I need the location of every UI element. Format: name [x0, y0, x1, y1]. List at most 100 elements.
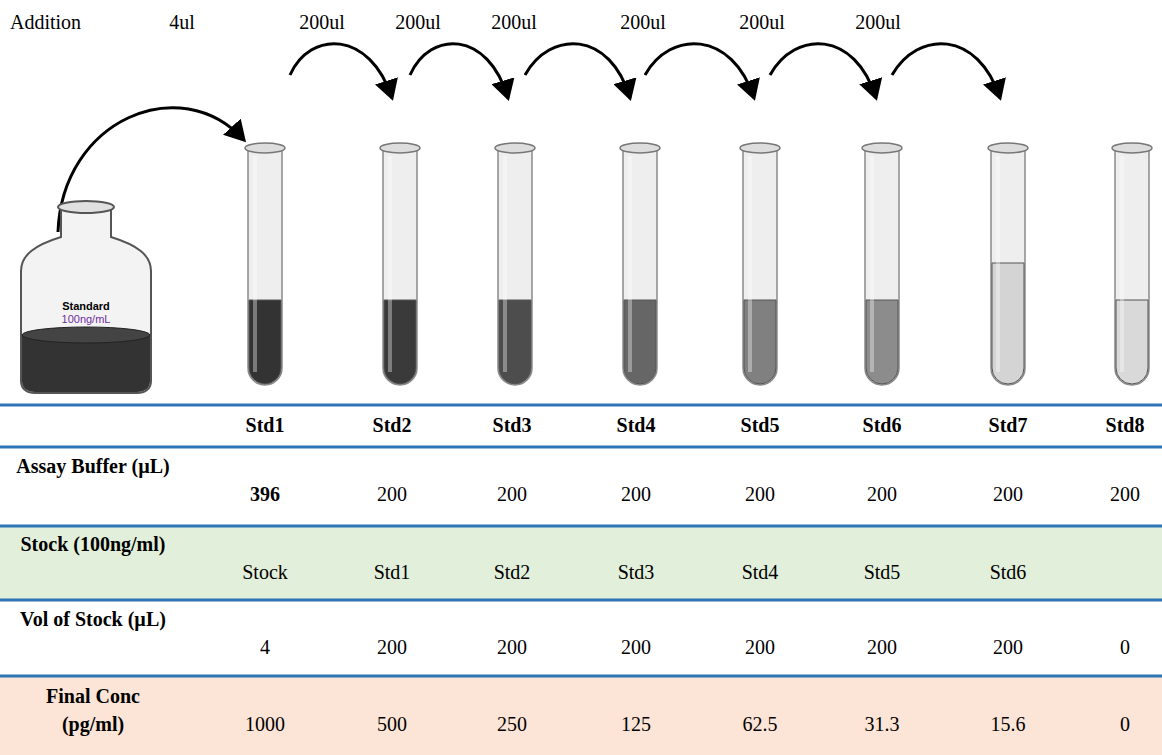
bottle-mouth [58, 201, 114, 213]
column-header: Std3 [493, 411, 532, 439]
table-cell: 200 [621, 633, 651, 661]
column-header: Std5 [741, 411, 780, 439]
test-tube [988, 143, 1028, 385]
tube-glass [991, 148, 1025, 385]
step-label: Addition [10, 8, 81, 36]
bottle-liquid [22, 335, 150, 392]
row-band-green [0, 527, 1162, 600]
table-cell: 200 [745, 480, 775, 508]
tube-highlight [1120, 156, 1124, 372]
volume-label: 200ul [620, 8, 666, 36]
transfer-arrow [410, 44, 508, 98]
bottle-title: Standard [15, 300, 157, 313]
tube-highlight [996, 156, 1000, 372]
tube-rim [1112, 143, 1152, 153]
table-cell: Stock [242, 558, 288, 586]
test-tube [862, 143, 902, 385]
table-cell: 200 [745, 633, 775, 661]
tube-glass [743, 148, 777, 385]
volume-label: 200ul [395, 8, 441, 36]
row-header: Stock (100ng/ml) [14, 530, 172, 558]
table-cell: Std5 [864, 558, 901, 586]
table-cell: 396 [250, 480, 280, 508]
test-tube [740, 143, 780, 385]
volume-label: 200ul [299, 8, 345, 36]
test-tube [245, 143, 285, 385]
tube-glass [1115, 148, 1149, 385]
table-cell: 200 [993, 480, 1023, 508]
tube-rim [740, 143, 780, 153]
tube-highlight [628, 156, 632, 372]
table-cell: Std6 [990, 558, 1027, 586]
tube-group [245, 143, 1152, 385]
bottle-concentration: 100ng/mL [15, 313, 157, 326]
table-cell: 0 [1120, 633, 1130, 661]
table-cell: 31.3 [865, 710, 900, 738]
table-cell: 250 [497, 710, 527, 738]
table-cell: 200 [377, 633, 407, 661]
tube-rim [245, 143, 285, 153]
transfer-arrow [770, 44, 876, 98]
test-tube [1112, 143, 1152, 385]
table-cell: 62.5 [743, 710, 778, 738]
table-cell: 200 [867, 480, 897, 508]
table-cell: Std1 [374, 558, 411, 586]
table-cell: 200 [497, 480, 527, 508]
transfer-arrow [892, 44, 1000, 98]
column-header: Std2 [373, 411, 412, 439]
tube-glass [383, 148, 417, 385]
table-cell: 1000 [245, 710, 285, 738]
table-cell: 125 [621, 710, 651, 738]
column-header: Std4 [617, 411, 656, 439]
column-header: Std1 [246, 411, 285, 439]
row-band-peach [0, 677, 1162, 755]
table-cell: 4 [260, 633, 270, 661]
tube-glass [498, 148, 532, 385]
tube-glass [865, 148, 899, 385]
tube-rim [988, 143, 1028, 153]
volume-label: 200ul [739, 8, 785, 36]
tube-glass [248, 148, 282, 385]
table-cell: 15.6 [991, 710, 1026, 738]
column-header: Std7 [989, 411, 1028, 439]
liquid-surface [22, 327, 150, 343]
tube-rim [380, 143, 420, 153]
table-cell: 200 [1110, 480, 1140, 508]
tube-rim [495, 143, 535, 153]
tube-highlight [870, 156, 874, 372]
tube-highlight [748, 156, 752, 372]
tube-highlight [253, 156, 257, 372]
test-tube [380, 143, 420, 385]
table-cell: Std4 [742, 558, 779, 586]
column-header: Std8 [1106, 411, 1145, 439]
table-cell: 500 [377, 710, 407, 738]
table-cell: 200 [993, 633, 1023, 661]
table-cell: 200 [621, 480, 651, 508]
transfer-arrows [58, 44, 1000, 232]
tube-rim [862, 143, 902, 153]
tube-highlight [388, 156, 392, 372]
row-header: Assay Buffer (µL) [14, 452, 172, 480]
tube-glass [623, 148, 657, 385]
bottle-label: Standard100ng/mL [15, 300, 157, 326]
column-header: Std6 [863, 411, 902, 439]
transfer-arrow [525, 44, 630, 98]
transfer-arrow [290, 44, 392, 98]
row-header: Final Conc (pg/ml) [14, 682, 172, 738]
test-tube [495, 143, 535, 385]
table-cell: Std3 [618, 558, 655, 586]
table-cell: 200 [867, 633, 897, 661]
tube-rim [620, 143, 660, 153]
table-rules [0, 405, 1162, 676]
volume-label: 4ul [169, 8, 195, 36]
tube-highlight [503, 156, 507, 372]
bottle-outline [15, 195, 157, 397]
table-cell: Std2 [494, 558, 531, 586]
table-cell: 200 [377, 480, 407, 508]
table-cell: 0 [1120, 710, 1130, 738]
row-header: Vol of Stock (µL) [14, 605, 172, 633]
table-cell: 200 [497, 633, 527, 661]
standard-bottle: Standard100ng/mL [15, 195, 157, 397]
